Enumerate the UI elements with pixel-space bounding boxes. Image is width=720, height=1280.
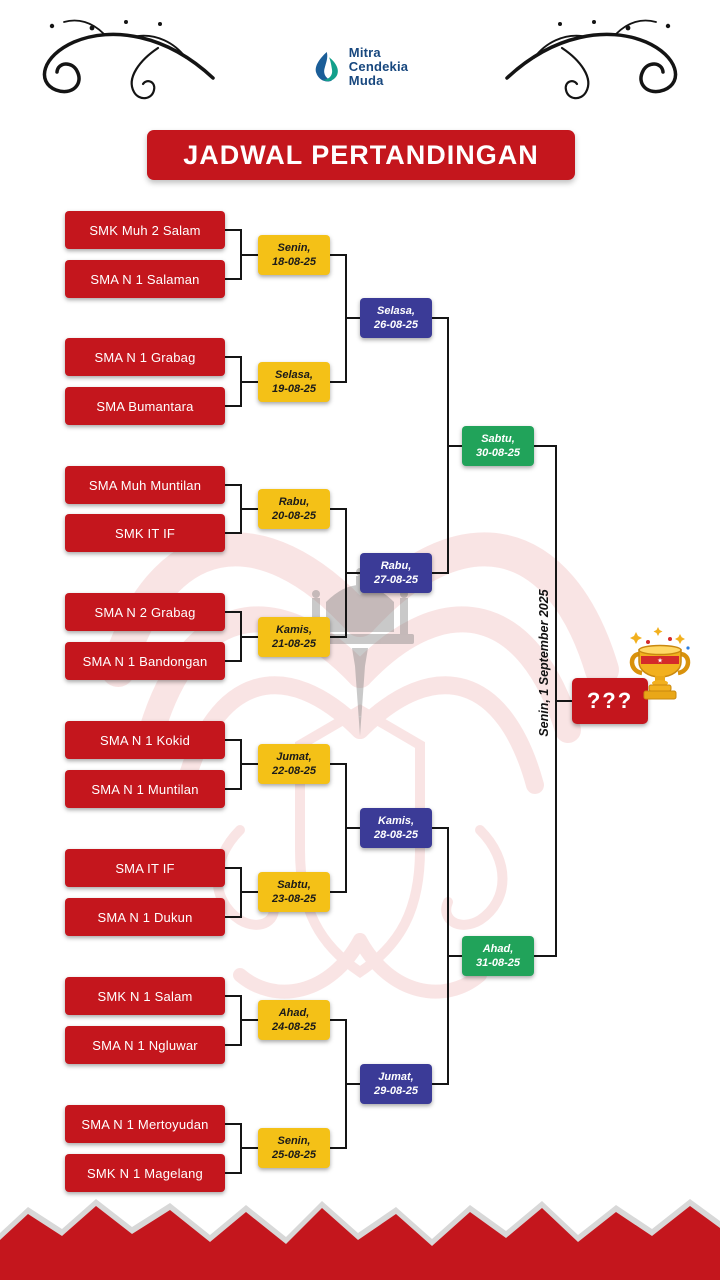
match-date: 20-08-25 [271, 510, 317, 522]
match-date: 23-08-25 [271, 893, 317, 905]
match-date: 27-08-25 [373, 574, 419, 586]
match-date: 25-08-25 [271, 1149, 317, 1161]
logo-drop-icon [315, 52, 338, 82]
match-day: Jumat, [378, 1071, 414, 1083]
team-box-8: SMA N 1 Bandongan [65, 642, 225, 680]
match-day: Selasa, [275, 369, 313, 381]
round1-match1-date: Senin, 18-08-25 [258, 235, 330, 275]
match-date: 21-08-25 [271, 638, 317, 650]
round1-match4-date: Kamis, 21-08-25 [258, 617, 330, 657]
team-box-5: SMA Muh Muntilan [65, 466, 225, 504]
team-box-11: SMA IT IF [65, 849, 225, 887]
quarterfinal1-date: Selasa, 26-08-25 [360, 298, 432, 338]
page-title: JADWAL PERTANDINGAN [147, 130, 575, 180]
match-day: Selasa, [377, 305, 415, 317]
torn-paper-edge [0, 1199, 720, 1280]
team-box-15: SMA N 1 Mertoyudan [65, 1105, 225, 1143]
match-date: 30-08-25 [475, 447, 521, 459]
match-day: Rabu, [380, 560, 412, 572]
team-box-12: SMA N 1 Dukun [65, 898, 225, 936]
match-date: 31-08-25 [475, 957, 521, 969]
logo-text: Mitra Cendekia Muda [349, 46, 408, 88]
match-day: Kamis, [377, 815, 415, 827]
final-date-label: Senin, 1 September 2025 [537, 589, 551, 737]
match-date: 29-08-25 [373, 1085, 419, 1097]
team-box-3: SMA N 1 Grabag [65, 338, 225, 376]
team-box-6: SMK IT IF [65, 514, 225, 552]
match-day: Senin, [277, 242, 311, 254]
match-date: 26-08-25 [373, 319, 419, 331]
round1-match3-date: Rabu, 20-08-25 [258, 489, 330, 529]
team-box-14: SMA N 1 Ngluwar [65, 1026, 225, 1064]
match-day: Sabtu, [277, 879, 311, 891]
corner-flourish-left [42, 19, 215, 100]
logo: Mitra Cendekia Muda [312, 46, 408, 88]
round1-match2-date: Selasa, 19-08-25 [258, 362, 330, 402]
match-date: 24-08-25 [271, 1021, 317, 1033]
team-box-1: SMK Muh 2 Salam [65, 211, 225, 249]
team-box-10: SMA N 1 Muntilan [65, 770, 225, 808]
team-box-2: SMA N 1 Salaman [65, 260, 225, 298]
semifinal2-date: Ahad, 31-08-25 [462, 936, 534, 976]
match-day: Jumat, [276, 751, 312, 763]
logo-text-line2: Cendekia [348, 59, 409, 74]
svg-text:★: ★ [657, 657, 663, 665]
match-date: 22-08-25 [271, 765, 317, 777]
round1-match5-date: Jumat, 22-08-25 [258, 744, 330, 784]
logo-text-line3: Muda [348, 73, 384, 88]
match-day: Ahad, [278, 1007, 310, 1019]
match-date: 19-08-25 [271, 383, 317, 395]
quarterfinal2-date: Rabu, 27-08-25 [360, 553, 432, 593]
match-date: 18-08-25 [271, 256, 317, 268]
logo-text-line1: Mitra [348, 45, 381, 60]
quarterfinal4-date: Jumat, 29-08-25 [360, 1064, 432, 1104]
champion-box: ??? [572, 678, 648, 724]
team-box-16: SMK N 1 Magelang [65, 1154, 225, 1192]
team-box-4: SMA Bumantara [65, 387, 225, 425]
team-box-13: SMK N 1 Salam [65, 977, 225, 1015]
team-box-9: SMA N 1 Kokid [65, 721, 225, 759]
corner-flourish-right [505, 19, 678, 100]
round1-match6-date: Sabtu, 23-08-25 [258, 872, 330, 912]
round1-match8-date: Senin, 25-08-25 [258, 1128, 330, 1168]
trophy-icon: ★ [629, 627, 691, 700]
quarterfinal3-date: Kamis, 28-08-25 [360, 808, 432, 848]
match-day: Senin, [277, 1135, 311, 1147]
match-day: Sabtu, [481, 433, 515, 445]
match-day: Ahad, [482, 943, 514, 955]
match-day: Rabu, [278, 496, 310, 508]
semifinal1-date: Sabtu, 30-08-25 [462, 426, 534, 466]
round1-match7-date: Ahad, 24-08-25 [258, 1000, 330, 1040]
match-day: Kamis, [275, 624, 313, 636]
match-date: 28-08-25 [373, 829, 419, 841]
team-box-7: SMA N 2 Grabag [65, 593, 225, 631]
